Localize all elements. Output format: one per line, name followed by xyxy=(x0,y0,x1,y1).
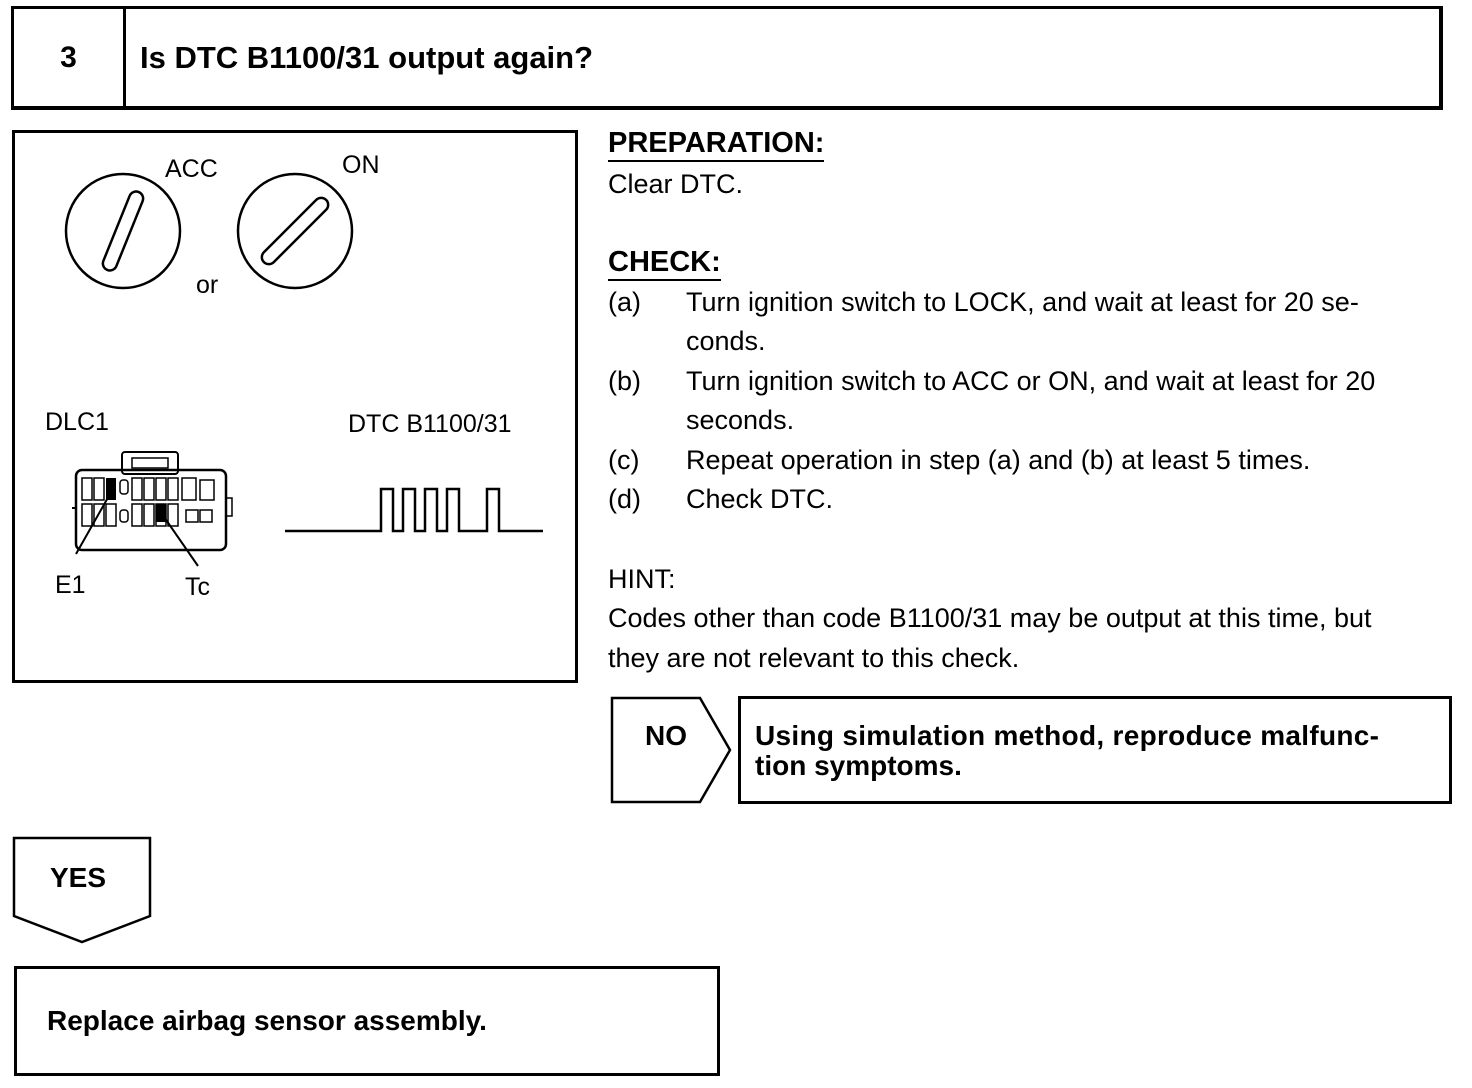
acc-label: ACC xyxy=(165,155,218,183)
check-item-text-cont: conds. xyxy=(686,326,766,356)
yes-action-text: Replace airbag sensor assembly. xyxy=(47,1005,487,1036)
yes-arrow-shape xyxy=(12,836,152,944)
preparation-text: Clear DTC. xyxy=(608,169,744,199)
no-action-box: Using simulation method, reproduce malfu… xyxy=(738,696,1452,804)
terminal-e1-label: E1 xyxy=(55,571,86,599)
check-item-text-cont: seconds. xyxy=(686,405,795,435)
yes-label: YES xyxy=(50,862,107,893)
step-question: Is DTC B1100/31 output again? xyxy=(140,39,594,75)
check-item-text: Turn ignition switch to LOCK, and wait a… xyxy=(686,287,1359,317)
terminal-tc-label: Tc xyxy=(185,573,210,601)
check-item-label: (b) xyxy=(608,366,641,396)
no-action-line-2: tion symptoms. xyxy=(755,750,962,781)
waveform-label: DTC B1100/31 xyxy=(348,410,512,438)
yes-action-box: Replace airbag sensor assembly. xyxy=(14,966,720,1076)
check-item-d: (d) Check DTC. xyxy=(608,480,1458,519)
no-action-line-1: Using simulation method, reproduce malfu… xyxy=(755,720,1380,751)
check-item-text: Repeat operation in step (a) and (b) at … xyxy=(686,445,1311,475)
dtc-waveform-icon xyxy=(285,487,543,533)
ignition-acc-icon xyxy=(64,172,182,290)
check-item-label: (a) xyxy=(608,287,641,317)
step-header: 3 Is DTC B1100/31 output again? xyxy=(11,6,1443,110)
step-number: 3 xyxy=(14,9,126,106)
check-item-text: Check DTC. xyxy=(686,484,834,514)
hint-line-1: Codes other than code B1100/31 may be ou… xyxy=(608,603,1372,633)
ignition-on-icon xyxy=(236,172,354,290)
dlc1-label: DLC1 xyxy=(45,408,109,436)
check-item-b: (b) Turn ignition switch to ACC or ON, a… xyxy=(608,362,1458,440)
check-heading: CHECK: xyxy=(608,245,721,281)
or-label: or xyxy=(196,271,219,299)
hint-line-2: they are not relevant to this check. xyxy=(608,643,1020,673)
hint-heading: HINT: xyxy=(608,564,676,594)
preparation-heading: PREPARATION: xyxy=(608,126,825,162)
no-label: NO xyxy=(645,720,687,751)
no-arrow-shape xyxy=(610,696,732,804)
check-item-text: Turn ignition switch to ACC or ON, and w… xyxy=(686,366,1376,396)
check-item-a: (a) Turn ignition switch to LOCK, and wa… xyxy=(608,283,1458,361)
check-item-label: (d) xyxy=(608,484,641,514)
check-item-label: (c) xyxy=(608,445,640,475)
on-label: ON xyxy=(342,151,380,179)
illustration-box: ACC ON or DLC1 DTC B1100/31 xyxy=(12,130,578,683)
dlc1-connector-icon xyxy=(72,451,233,567)
check-item-c: (c) Repeat operation in step (a) and (b)… xyxy=(608,441,1458,480)
